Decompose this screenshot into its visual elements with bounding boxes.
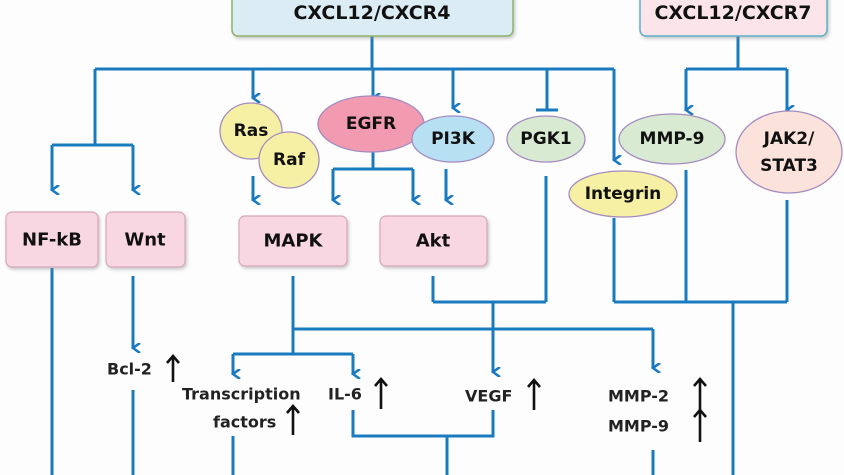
node-jak2-stat3: JAK2/ STAT3 bbox=[735, 110, 843, 194]
node-nfkb-label: NF-kB bbox=[22, 230, 82, 251]
node-akt: Akt bbox=[379, 215, 488, 267]
up-arrow-icon bbox=[527, 378, 541, 410]
node-wnt-label: Wnt bbox=[124, 230, 166, 251]
output-mmp2: MMP-2 bbox=[608, 377, 707, 410]
output-tf-label-line2: factors bbox=[213, 413, 276, 432]
up-arrow-icon bbox=[286, 404, 300, 435]
node-pi3k: PI3K bbox=[411, 115, 495, 163]
node-mmp9: MMP-9 bbox=[618, 113, 726, 165]
up-arrow-icon bbox=[166, 354, 180, 382]
node-nfkb: NF-kB bbox=[5, 211, 99, 268]
node-egfr-label: EGFR bbox=[346, 114, 396, 134]
receptor-cxcr7: CXCL12/CXCR7 bbox=[639, 0, 828, 37]
output-tf-label-line1: Transcription bbox=[182, 385, 301, 404]
edges bbox=[52, 36, 787, 475]
output-vegf-label: VEGF bbox=[465, 387, 512, 406]
receptor-cxcr4: CXCL12/CXCR4 bbox=[231, 0, 514, 37]
up-arrow-icon bbox=[693, 408, 707, 442]
up-arrow-icon bbox=[374, 377, 388, 409]
output-mmp9-label: MMP-9 bbox=[608, 417, 669, 436]
output-il6: IL-6 bbox=[328, 377, 388, 409]
node-raf: Raf bbox=[258, 131, 320, 189]
receptor-cxcr4-label: CXCL12/CXCR4 bbox=[293, 2, 450, 24]
node-raf-label: Raf bbox=[273, 150, 306, 170]
edge-inhibit-pgk1 bbox=[536, 69, 558, 112]
edge-il6-down bbox=[351, 410, 495, 438]
node-mapk-label: MAPK bbox=[264, 231, 324, 252]
output-bcl2: Bcl-2 bbox=[107, 354, 180, 382]
node-stat3-label: STAT3 bbox=[760, 156, 818, 176]
output-vegf: VEGF bbox=[465, 378, 541, 410]
output-mmp2-label: MMP-2 bbox=[608, 387, 669, 406]
node-ras-label: Ras bbox=[234, 121, 269, 141]
node-akt-label: Akt bbox=[416, 231, 451, 252]
node-mmp9-label: MMP-9 bbox=[640, 129, 705, 149]
up-arrow-icon bbox=[693, 377, 707, 410]
output-il6-label: IL-6 bbox=[328, 385, 362, 404]
output-bcl2-label: Bcl-2 bbox=[107, 360, 152, 379]
node-pgk1-label: PGK1 bbox=[520, 129, 571, 149]
node-pi3k-label: PI3K bbox=[431, 129, 476, 149]
node-pgk1: PGK1 bbox=[506, 115, 586, 163]
receptor-cxcr7-label: CXCL12/CXCR7 bbox=[654, 2, 811, 24]
node-mapk: MAPK bbox=[238, 215, 348, 267]
node-egfr: EGFR bbox=[317, 95, 425, 153]
output-mmp9: MMP-9 bbox=[608, 408, 707, 442]
node-jak2-label: JAK2/ bbox=[763, 129, 815, 149]
node-wnt: Wnt bbox=[105, 211, 186, 268]
output-transcription-factors: Transcription factors bbox=[182, 385, 301, 435]
node-integrin-label: Integrin bbox=[585, 184, 662, 204]
node-integrin: Integrin bbox=[568, 170, 678, 218]
